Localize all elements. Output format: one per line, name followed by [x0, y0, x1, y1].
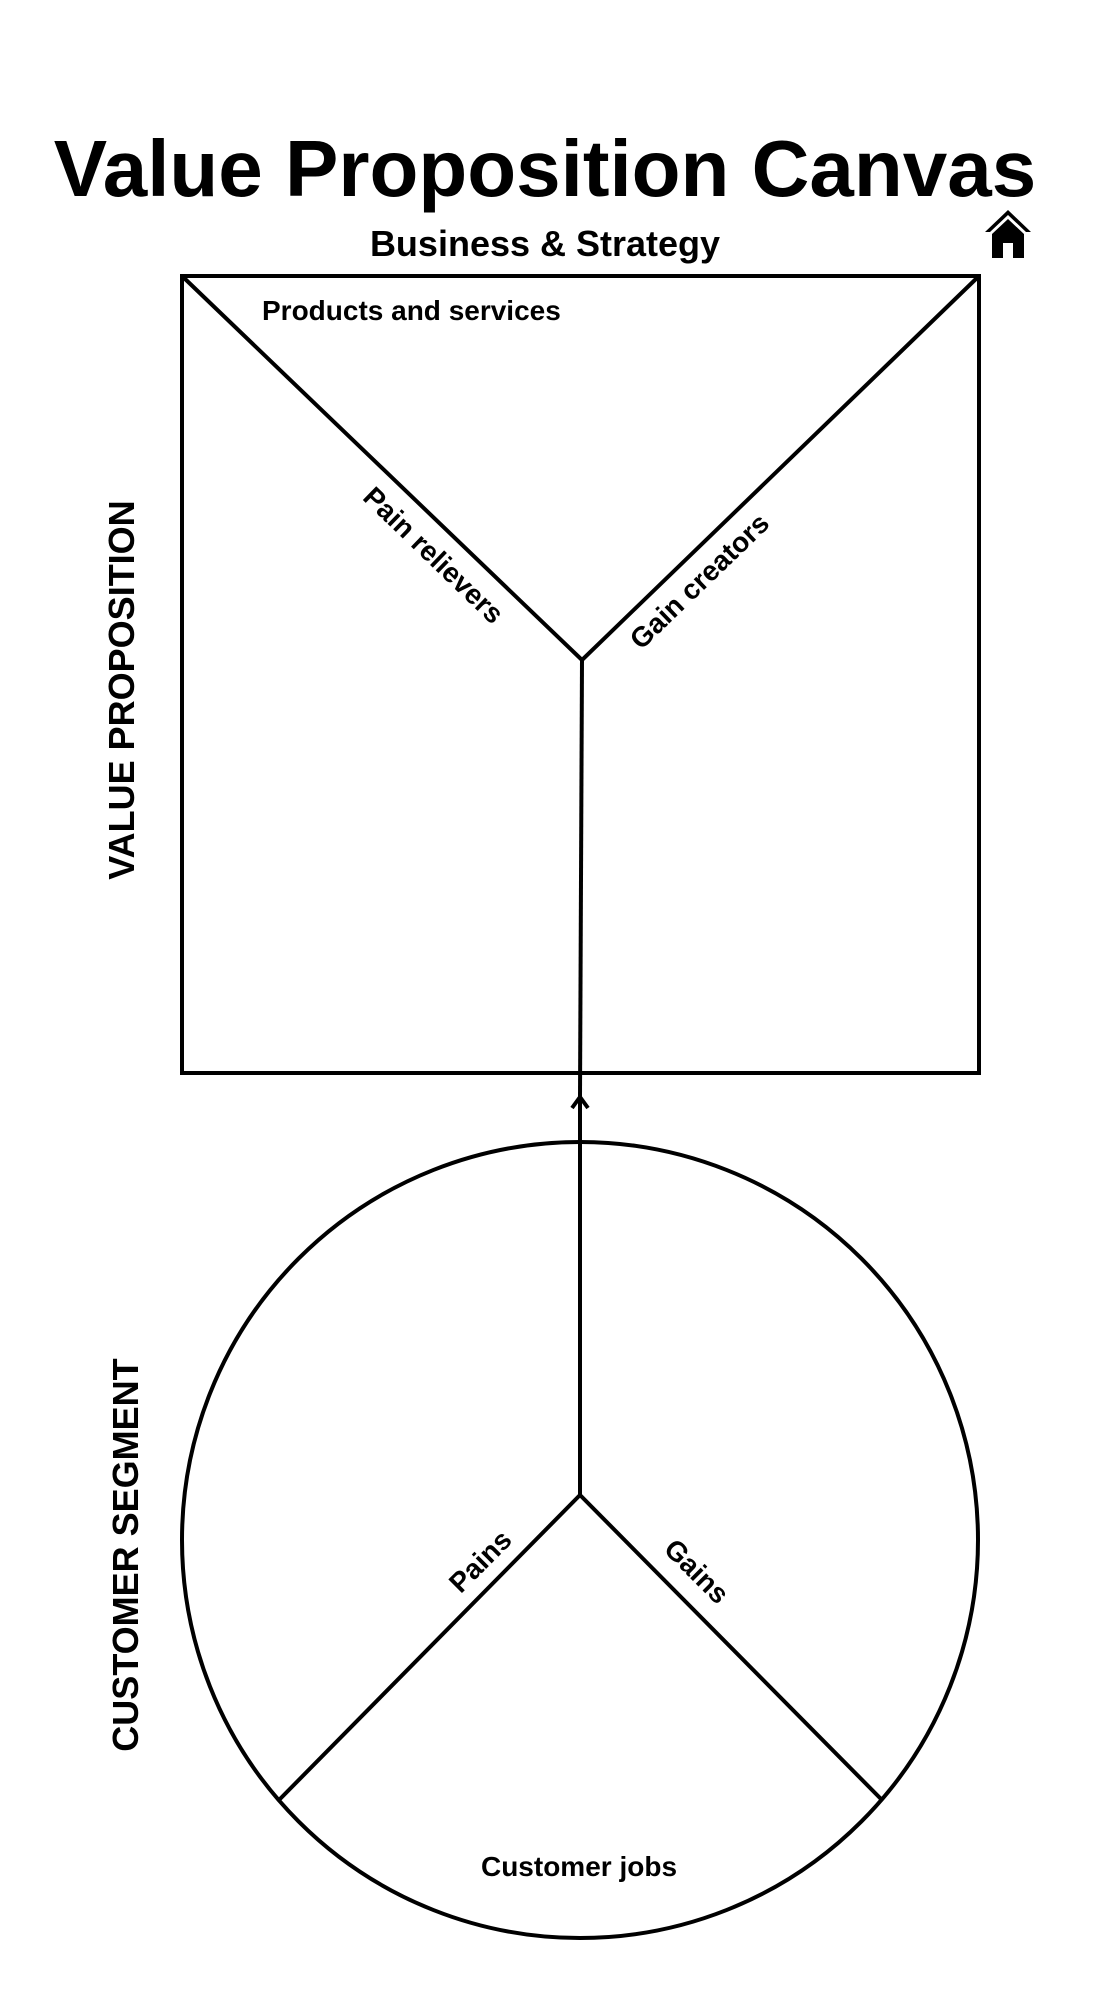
pain-relievers-divider [180, 274, 584, 662]
pains-divider [277, 1493, 582, 1802]
pains-label: Pains [443, 1524, 518, 1599]
value-proposition-square [180, 274, 981, 1110]
gains-divider [578, 1493, 884, 1802]
customer-segment-circle [180, 1097, 980, 1940]
gain-creators-label: Gain creators [624, 507, 775, 655]
customer-jobs-label: Customer jobs [481, 1851, 677, 1882]
gain-creators-divider [580, 274, 981, 662]
fit-connector-line [578, 659, 584, 1098]
value-proposition-heading: VALUE PROPOSITION [101, 500, 142, 879]
gains-label: Gains [658, 1533, 735, 1610]
customer-segment-heading: CUSTOMER SEGMENT [105, 1358, 146, 1751]
products-and-services-label: Products and services [262, 295, 561, 326]
page-subtitle: Business & Strategy [370, 223, 720, 264]
home-icon[interactable] [985, 210, 1031, 258]
pain-relievers-label: Pain relievers [357, 481, 510, 630]
page-title: Value Proposition Canvas [54, 124, 1037, 213]
